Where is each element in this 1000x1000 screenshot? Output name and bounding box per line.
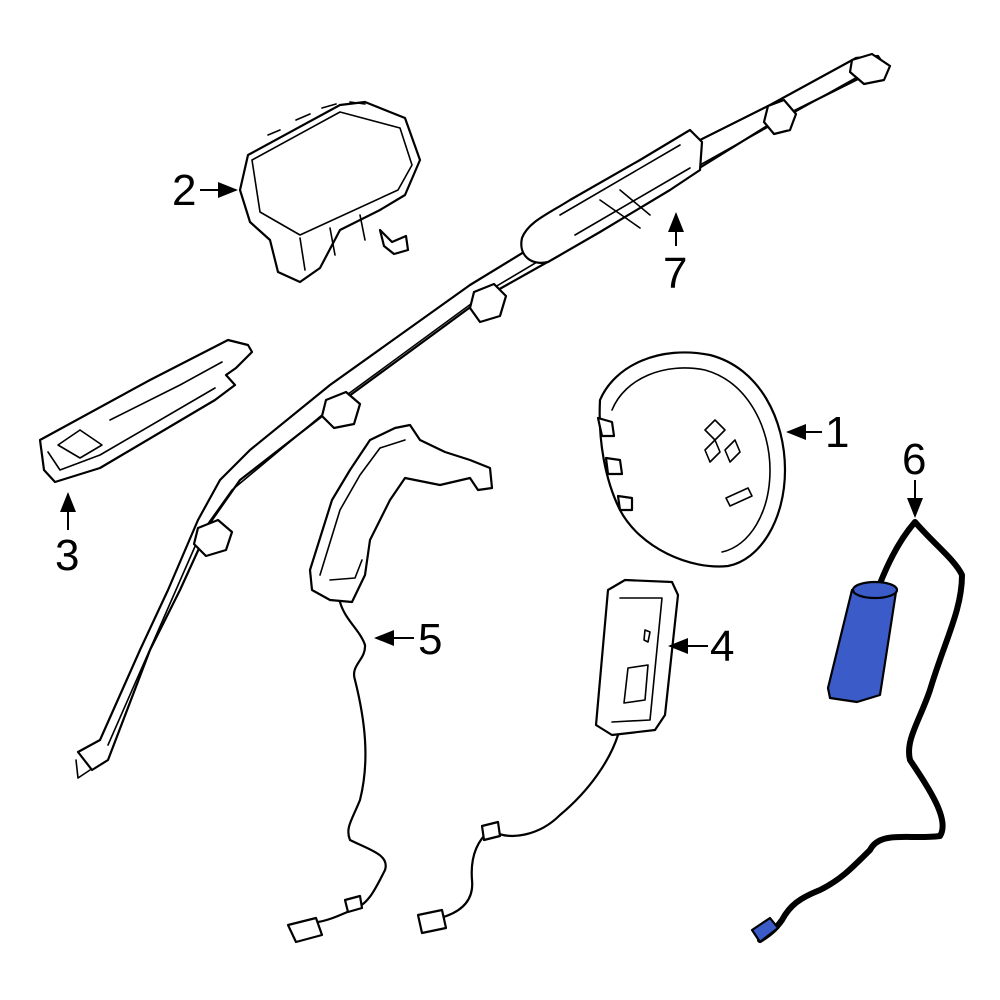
callout-number-7: 7 bbox=[663, 249, 687, 298]
side-airbag-wire bbox=[286, 600, 387, 944]
callout-1: 1 bbox=[786, 408, 849, 457]
inflator-wire bbox=[758, 520, 964, 942]
steering-airbag-part[interactable] bbox=[596, 351, 787, 568]
callout-number-4: 4 bbox=[710, 622, 734, 671]
side-airbag-part[interactable] bbox=[308, 423, 494, 604]
seat-airbag-wire bbox=[416, 733, 620, 935]
knee-airbag-part[interactable] bbox=[38, 338, 254, 484]
passenger-airbag-part[interactable] bbox=[238, 100, 422, 284]
callout-5: 5 bbox=[374, 615, 442, 664]
callout-3: 3 bbox=[55, 492, 79, 580]
callout-7: 7 bbox=[663, 212, 687, 298]
callout-6: 6 bbox=[902, 435, 926, 518]
inflator-body[interactable] bbox=[826, 583, 898, 704]
inflator-connector bbox=[750, 916, 780, 944]
curtain-airbag-part[interactable] bbox=[75, 52, 892, 779]
callout-number-2: 2 bbox=[172, 166, 196, 215]
callout-number-1: 1 bbox=[825, 408, 849, 457]
callout-number-6: 6 bbox=[902, 435, 926, 484]
callout-number-5: 5 bbox=[418, 615, 442, 664]
inflator-cap bbox=[851, 580, 899, 600]
callout-2: 2 bbox=[172, 166, 238, 215]
highlighted-inflator-part[interactable] bbox=[750, 519, 965, 944]
callout-number-3: 3 bbox=[55, 531, 79, 580]
callout-4: 4 bbox=[668, 622, 734, 671]
seat-airbag-part[interactable] bbox=[594, 578, 680, 737]
